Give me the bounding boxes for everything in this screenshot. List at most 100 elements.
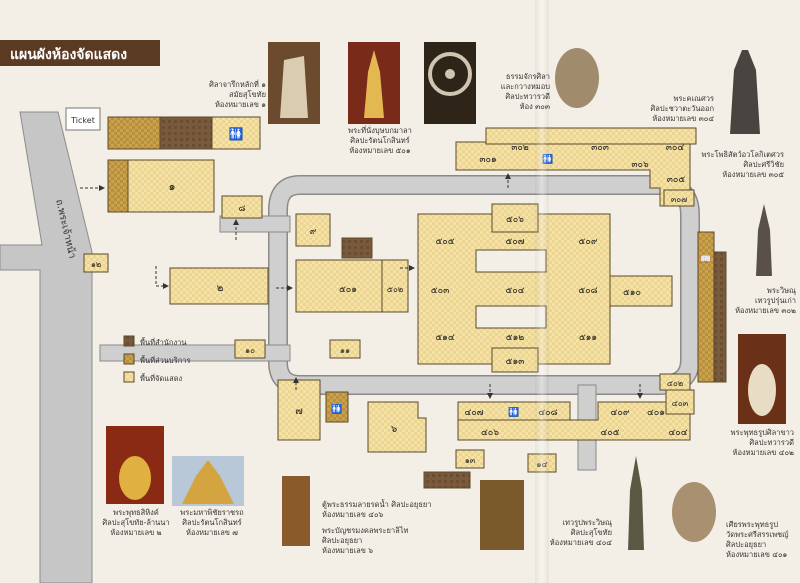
caption-pavilion: พระที่นั่งบุษบกมาลา ศิลปะรัตนโกสินทร์ ห้…: [348, 126, 412, 155]
toilet-icon: 🚻: [229, 127, 244, 141]
caption-white-buddha: พระพุทธรูปศิลาขาว ศิลปะทวารวดี ห้องหมายเ…: [730, 428, 794, 457]
room-406-label: ๔๐๖: [481, 428, 499, 438]
page-title: แผนผังห้องจัดแสดง: [10, 47, 128, 63]
room-302-label: ๓๐๒: [511, 143, 529, 153]
room-507-label: ๕๐๗: [505, 237, 524, 247]
main-road: [0, 111, 93, 583]
room-307-label: ๓๐๗: [671, 195, 687, 204]
room-505-label: ๕๐๕: [435, 237, 454, 247]
caption-ganesha: พระคเณศวร ศิลปะชวาตะวันออก ห้องหมายเลข ๓…: [650, 94, 714, 123]
room-403[interactable]: [665, 389, 695, 415]
room-14[interactable]: [527, 453, 557, 473]
room-10[interactable]: [234, 339, 266, 359]
room-503-label: ๕๐๓: [431, 286, 449, 296]
office-2: [159, 116, 213, 150]
title-bar: แผนผังห้องจัดแสดง: [0, 40, 160, 66]
office-4: [423, 471, 471, 489]
room-6[interactable]: [367, 401, 427, 453]
courtyard-south: [475, 305, 547, 329]
room-506-label: ๕๐๖: [506, 215, 524, 225]
room-408-label: ๔๐๘: [538, 408, 557, 418]
caption-window-frame: พระบัญชรมงคลพระยาลิไท ศิลปะอยุธยา ห้องหม…: [322, 526, 409, 555]
room-304-label: ๓๐๔: [666, 143, 685, 153]
room-11-label: ๑๑: [340, 346, 350, 355]
caption-buddha-head: เศียรพระพุทธรูป วัดพระศรีสรรเพชญ์ ศิลปะอ…: [726, 520, 789, 559]
gallery-400-top: [457, 401, 571, 421]
toilet-sw-icon: 🚻: [331, 403, 342, 415]
room-504-label: ๕๐๔: [505, 286, 524, 296]
east-column-2: [713, 251, 727, 383]
room-8-label: ๘: [239, 204, 246, 214]
caption-vishnu: พระวิษณุ เทวรูปรุ่นเก่า ห้องหมายเลข ๓๐๒: [735, 286, 796, 315]
room-509-label: ๕๐๙: [579, 237, 598, 247]
caption-sihing: พระพุทธสิหิงค์ ศิลปะสุโขทัย-ล้านนา ห้องห…: [102, 508, 170, 537]
room-508-label: ๕๐๘: [578, 286, 597, 296]
book-icon: 📖: [700, 255, 711, 265]
caption-wheel: ธรรมจักรศิลา และกวางหมอบ ศิลปะทวารวดี ห้…: [500, 72, 550, 111]
legend-office-label: พื้นที่สำนักงาน: [140, 337, 187, 347]
room-9[interactable]: [295, 213, 331, 247]
caption-chariot: พระมหาพิชัยราชรถ ศิลปะรัตนโกสินทร์ ห้องห…: [180, 508, 244, 537]
room-9-label: ๙: [310, 227, 317, 237]
room-13-label: ๑๓: [465, 456, 476, 465]
room-305-label: ๓๐๕: [667, 175, 686, 185]
room-2-label: ๒: [217, 283, 224, 294]
legend-service-swatch: [123, 353, 135, 365]
room-510[interactable]: [609, 275, 673, 307]
room-7-label: ๗: [295, 406, 303, 417]
legend-office-swatch: [123, 335, 135, 347]
room-502-label: ๕๐๒: [387, 285, 403, 294]
caption-vishnu-bronze: เทวรูปพระวิษณุ ศิลปะสุโขทัย ห้องหมายเลข …: [549, 518, 612, 547]
room-501-label: ๕๐๑: [339, 285, 357, 295]
room-513[interactable]: [491, 347, 539, 373]
direction-arrows: [80, 173, 643, 399]
room-12[interactable]: [83, 253, 109, 273]
room-510-label: ๕๑๐: [623, 288, 641, 298]
room-307[interactable]: [663, 189, 695, 207]
room-407-label: ๔๐๗: [464, 408, 483, 418]
toilet-sw: [325, 391, 349, 423]
room-506[interactable]: [491, 203, 539, 233]
legend-exhibit-swatch: [123, 371, 135, 383]
room-13[interactable]: [455, 449, 485, 469]
room-6-label: ๖: [391, 424, 397, 435]
room-513-label: ๕๑๓: [506, 357, 525, 367]
room-7[interactable]: [277, 379, 321, 441]
toilet-400-icon: 🚻: [508, 406, 519, 418]
toilet-block: [211, 116, 261, 150]
room-8[interactable]: [221, 195, 263, 219]
legend-service-label: พื้นที่ส่วนบริการ: [140, 355, 191, 365]
room-2[interactable]: [169, 267, 269, 305]
central-complex: [417, 213, 611, 365]
office-3: [341, 237, 373, 259]
caption-cabinet: ตู้พระธรรมลายรดน้ำ ศิลปะอยุธยา ห้องหมายเ…: [322, 500, 432, 519]
room-303-label: ๓๐๓: [591, 143, 609, 153]
ticket-label: Ticket: [70, 116, 95, 125]
gallery-300[interactable]: [455, 141, 691, 207]
room-301-label: ๓๐๑: [479, 155, 496, 165]
room-10-label: ๑๐: [245, 346, 255, 355]
room-306-label: ๓๐๖: [631, 160, 649, 170]
artifact-photos: [106, 36, 786, 566]
room-512-label: ๕๑๒: [506, 333, 525, 343]
room-1-label: ๑: [169, 180, 176, 193]
legend: พื้นที่สำนักงาน พื้นที่ส่วนบริการ พื้นที…: [123, 335, 191, 383]
gallery-300-top: [485, 127, 697, 145]
room-11[interactable]: [329, 339, 361, 359]
room-502[interactable]: [381, 259, 409, 313]
room-14-label: ๑๔: [536, 460, 547, 469]
toilet-300-icon: 🚻: [542, 153, 553, 165]
legend-exhibit-label: พื้นที่จัดแสดง: [140, 373, 183, 383]
room-405-label: ๔๐๕: [600, 428, 619, 438]
ticket-booth: [65, 107, 101, 131]
room-409-label: ๔๐๙: [611, 408, 630, 418]
room-511-label: ๕๑๑: [579, 333, 597, 343]
caption-avalokitesvara: พระโพธิสัตว์อวโลกิเตศวร ศิลปะศรีวิชัย ห้…: [701, 150, 784, 179]
room-401-label: ๔๐๑: [647, 408, 665, 418]
page-fold: [535, 0, 549, 583]
caption-inscription: ศิลาจารึกหลักที่ ๑ สมัยสุโขทัย ห้องหมายเ…: [209, 80, 266, 109]
room-12-label: ๑๒: [91, 260, 101, 269]
room-1-service: [107, 159, 129, 213]
courtyard-north: [475, 249, 547, 273]
